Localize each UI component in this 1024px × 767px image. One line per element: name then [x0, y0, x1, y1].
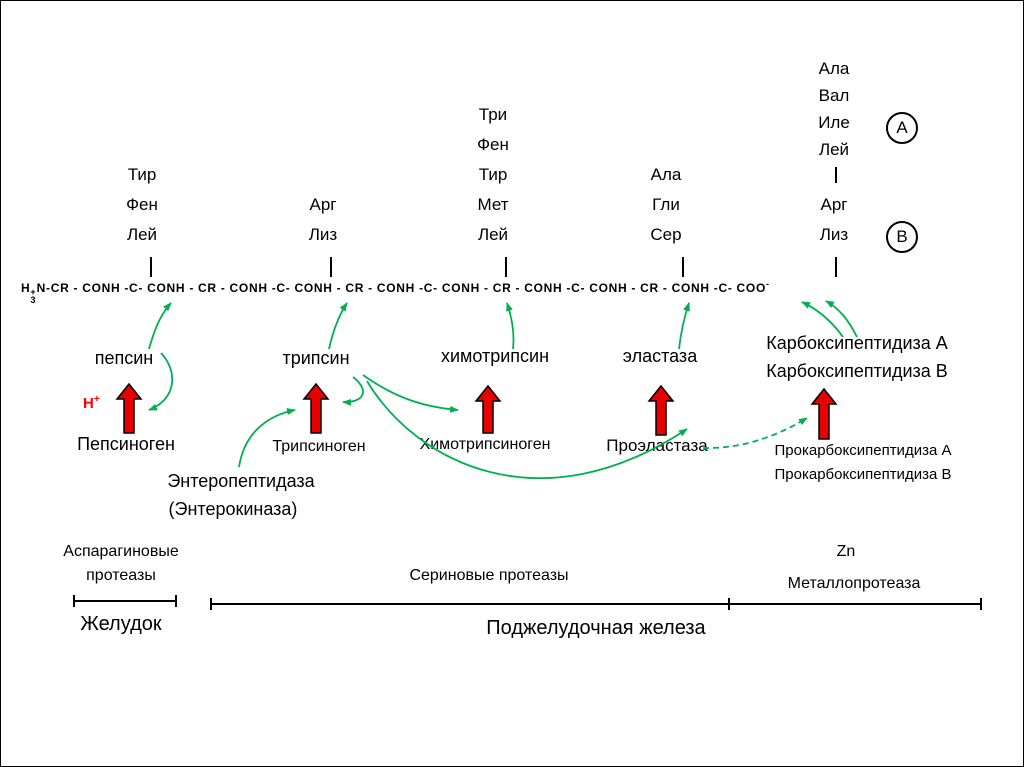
residue: Лей — [818, 140, 850, 159]
residue: Лиз — [819, 225, 849, 244]
pepsin-cleavage-arrow — [148, 302, 172, 350]
chymotrypsinogen-activation-arrow — [474, 384, 502, 434]
chymotrypsin-residue-list: Три Фен Тир Мет Лей — [433, 105, 553, 255]
plus-sign: + — [30, 287, 36, 297]
chain-h: H — [21, 281, 31, 295]
metalloprotease-label: Металлопротеаза — [787, 575, 921, 592]
subscript-three: 3 — [30, 295, 36, 305]
elastase-cleavage-arrow — [678, 302, 690, 350]
residue: Арг — [820, 195, 848, 214]
stomach-label: Желудок — [80, 613, 162, 635]
carboxypeptidase-a-cleavage-arrow — [801, 301, 844, 338]
residue: Мет — [477, 195, 509, 214]
proelastase-activation-arrow — [647, 384, 675, 436]
trypsin-autoactivation-arrow — [342, 376, 364, 406]
residue: Ала — [818, 59, 850, 78]
trypsinogen-activation-arrow — [302, 382, 330, 434]
zymogen-procarboxypeptidase-a-label: Прокарбоксипептидиза А — [774, 442, 952, 459]
enzyme-chymotrypsin-label: химотрипсин — [440, 346, 550, 366]
residue: Тир — [478, 165, 508, 184]
zymogen-pepsinogen-label: Пепсиноген — [77, 434, 175, 454]
carboxypeptidase-a-residue-list: Ала Вал Иле Лей — [774, 59, 894, 167]
aspartic-proteases-label-line2: протеазы — [86, 567, 156, 584]
enzyme-carboxypeptidase-a-label: Карбоксипептидиза А — [766, 333, 948, 353]
residue: Фен — [477, 135, 509, 154]
residue: Три — [478, 105, 508, 124]
trypsin-residue-list: Арг Лиз — [263, 195, 383, 255]
carboxypeptidase-b-cleavage-arrow — [825, 300, 858, 338]
pancreas-label: Поджелудочная железа — [486, 617, 706, 639]
pepsinogen-activation-arrow — [115, 382, 143, 434]
residue: Гли — [652, 195, 680, 214]
residue: Вал — [818, 86, 850, 105]
residue: Фен — [126, 195, 158, 214]
residue: Арг — [309, 195, 337, 214]
chain-body: N-CR - CONH -C- CONH - CR - CONH -C- CON… — [36, 281, 766, 295]
h-ion-base: Н — [83, 395, 94, 412]
procarboxypeptidase-activation-arrow — [810, 387, 838, 440]
enzyme-pepsin-label: пепсин — [94, 348, 154, 368]
residue: Иле — [818, 113, 850, 132]
enterokinase-label: (Энтерокиназа) — [168, 499, 298, 519]
zinc-label: Zn — [836, 543, 856, 560]
residue: Лиз — [308, 225, 338, 244]
enteropeptidase-label: Энтеропептидаза — [167, 471, 315, 491]
enzyme-carboxypeptidase-b-label: Карбоксипептидиза В — [766, 361, 948, 381]
chymotrypsin-cleavage-arrow — [506, 302, 515, 350]
hydrogen-ion-label: Н+ — [83, 394, 100, 412]
enzyme-elastase-label: эластаза — [622, 346, 698, 366]
residue: Сер — [650, 225, 682, 244]
residue: Лей — [126, 225, 158, 244]
group-b-marker: В — [886, 221, 918, 253]
zymogen-procarboxypeptidase-b-label: Прокарбоксипептидиза В — [774, 466, 952, 483]
zymogen-chymotrypsinogen-label: Химотрипсиноген — [419, 436, 551, 453]
zymogen-proelastase-label: Проэластаза — [606, 436, 708, 455]
trypsin-cleavage-arrow — [328, 302, 348, 350]
residue: Тир — [127, 165, 157, 184]
group-a-marker: А — [886, 112, 918, 144]
serine-proteases-label: Сериновые протеазы — [409, 567, 569, 584]
elastase-residue-list: Ала Гли Сер — [606, 165, 726, 255]
residue: Лей — [477, 225, 509, 244]
enzyme-trypsin-label: трипсин — [282, 348, 350, 368]
h-ion-charge: + — [93, 394, 100, 405]
zymogen-trypsinogen-label: Трипсиноген — [272, 438, 366, 455]
trypsin-to-chymotrypsinogen-arrow — [362, 374, 459, 413]
residue: Ала — [650, 165, 682, 184]
chain-carboxy-charge: - — [766, 279, 769, 289]
pepsin-residue-list: Тир Фен Лей — [82, 165, 202, 255]
aspartic-proteases-label-line1: Аспарагиновые — [63, 543, 179, 560]
chain-amino-charge: +3 — [30, 287, 36, 305]
carboxypeptidase-b-residue-list: Арг Лиз — [774, 195, 894, 255]
trypsin-to-proelastase-arrow — [366, 380, 688, 479]
